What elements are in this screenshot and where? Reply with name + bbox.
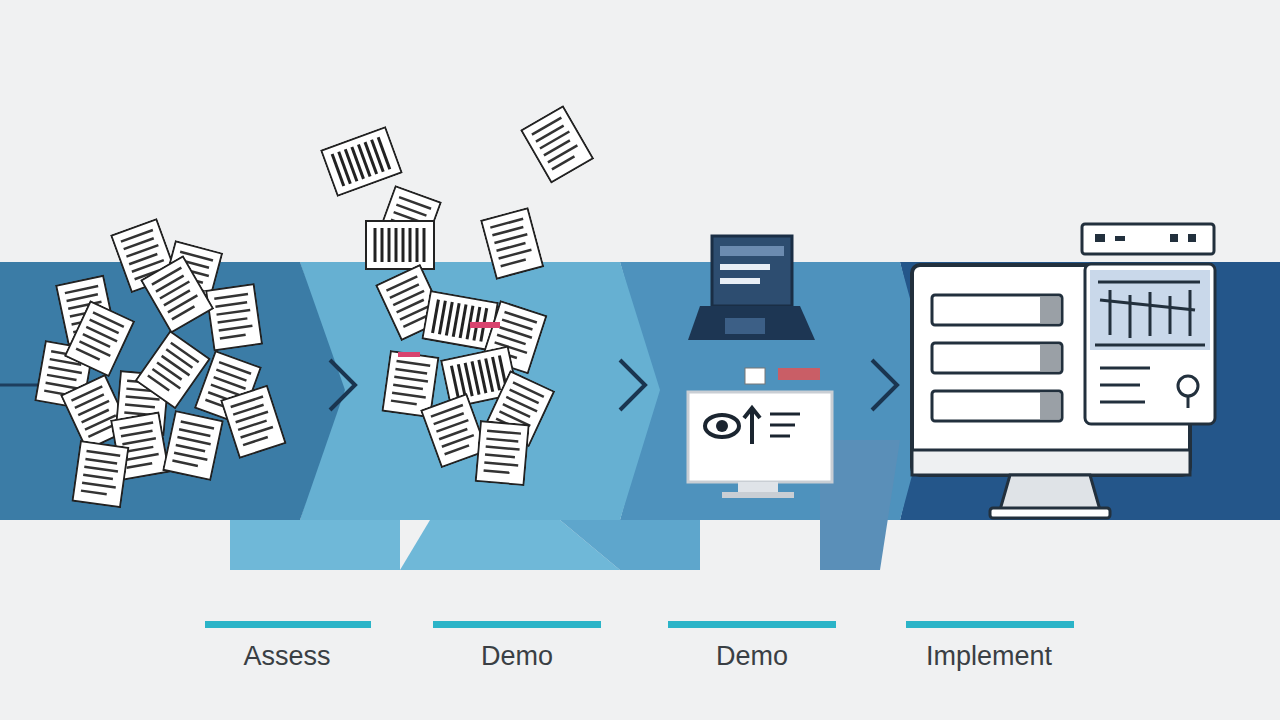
stage-label: Assess xyxy=(243,640,330,672)
paper-pile xyxy=(35,219,285,507)
dashboard-computer xyxy=(912,224,1215,518)
stage-label: Demo xyxy=(481,640,553,672)
stage-label: Demo xyxy=(716,640,788,672)
label-bars xyxy=(205,621,1074,628)
stage-label: Implement xyxy=(926,640,1052,672)
paper-stack xyxy=(321,106,593,485)
review-monitor xyxy=(688,236,832,498)
